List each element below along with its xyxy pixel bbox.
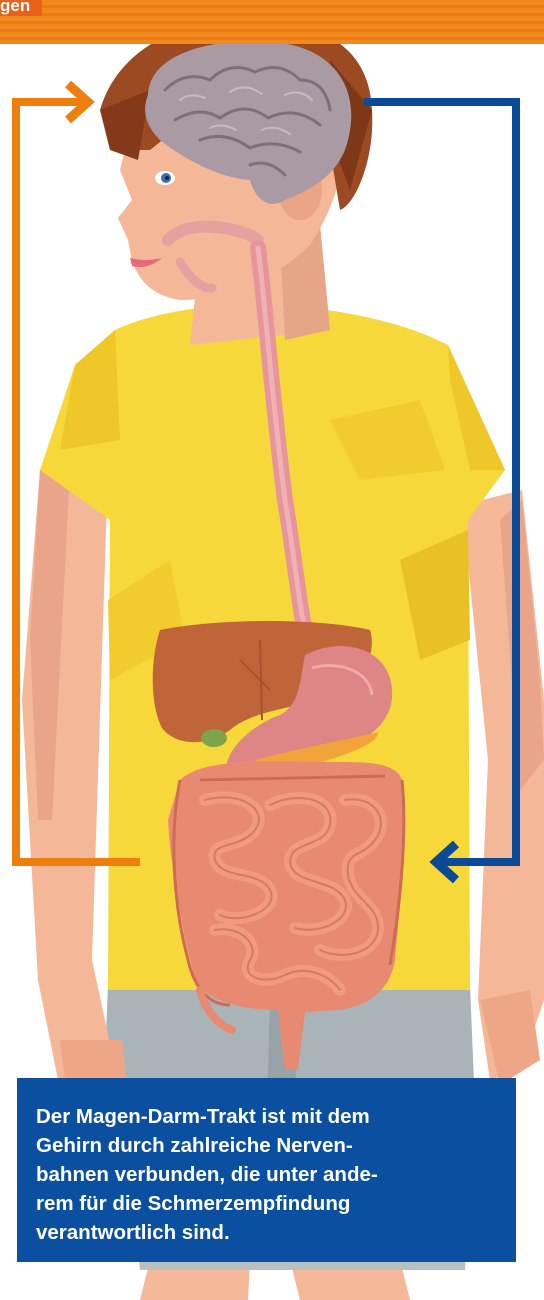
caption-box: Der Magen-Darm-Trakt ist mit dem Gehirn … xyxy=(17,1078,516,1262)
right-arm xyxy=(462,490,544,1085)
header-band: gen xyxy=(0,0,544,44)
gallbladder xyxy=(201,729,227,747)
caption-text: Der Magen-Darm-Trakt ist mit dem Gehirn … xyxy=(36,1102,496,1247)
section-title-fragment: gen xyxy=(0,0,42,16)
